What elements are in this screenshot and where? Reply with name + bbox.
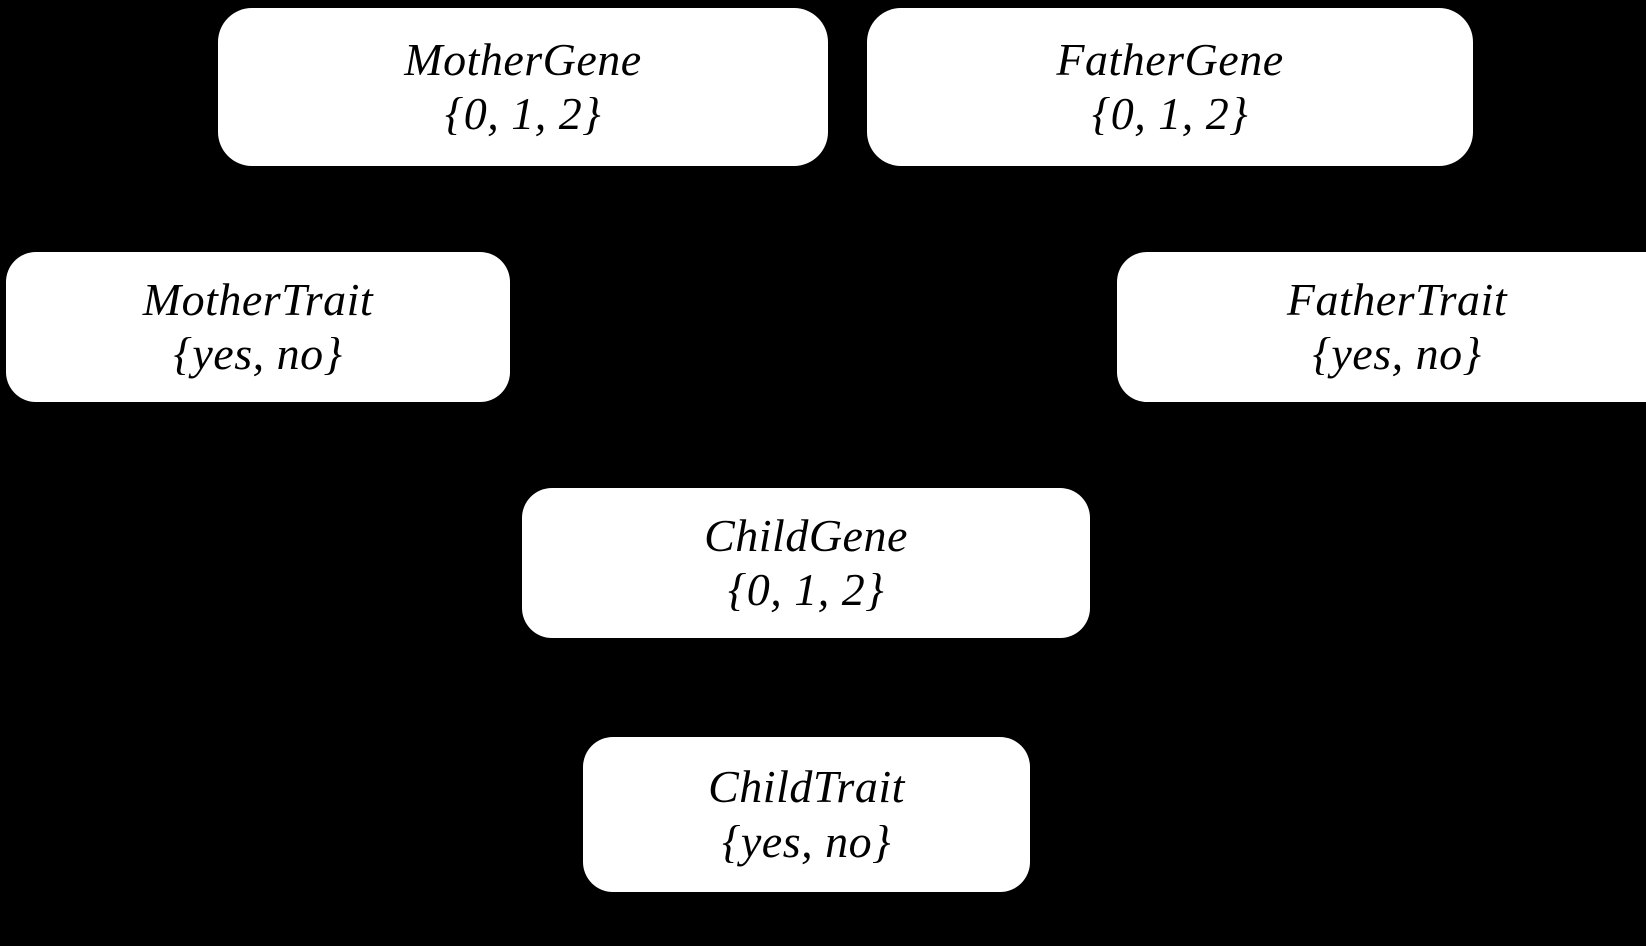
node-child-gene-label: ChildGene (704, 509, 908, 561)
node-child-trait-domain: {yes, no} (721, 815, 892, 867)
node-father-trait-domain: {yes, no} (1312, 328, 1482, 379)
node-child-gene-domain: {0, 1, 2} (727, 564, 885, 615)
node-child-gene[interactable]: ChildGene {0, 1, 2} (522, 488, 1090, 638)
node-mother-gene-domain: {0, 1, 2} (444, 88, 602, 139)
node-mother-trait[interactable]: MotherTrait {yes, no} (6, 252, 510, 402)
node-father-gene[interactable]: FatherGene {0, 1, 2} (867, 8, 1473, 166)
node-father-trait-label: FatherTrait (1286, 273, 1508, 325)
node-father-gene-domain: {0, 1, 2} (1091, 88, 1249, 139)
node-child-trait[interactable]: ChildTrait {yes, no} (583, 737, 1030, 892)
node-father-gene-label: FatherGene (1056, 33, 1284, 85)
node-father-trait[interactable]: FatherTrait {yes, no} (1117, 252, 1646, 402)
node-mother-gene[interactable]: MotherGene {0, 1, 2} (218, 8, 828, 166)
node-mother-trait-domain: {yes, no} (173, 328, 343, 379)
node-mother-trait-label: MotherTrait (142, 273, 374, 325)
node-mother-gene-label: MotherGene (404, 33, 642, 85)
node-child-trait-label: ChildTrait (708, 761, 905, 813)
